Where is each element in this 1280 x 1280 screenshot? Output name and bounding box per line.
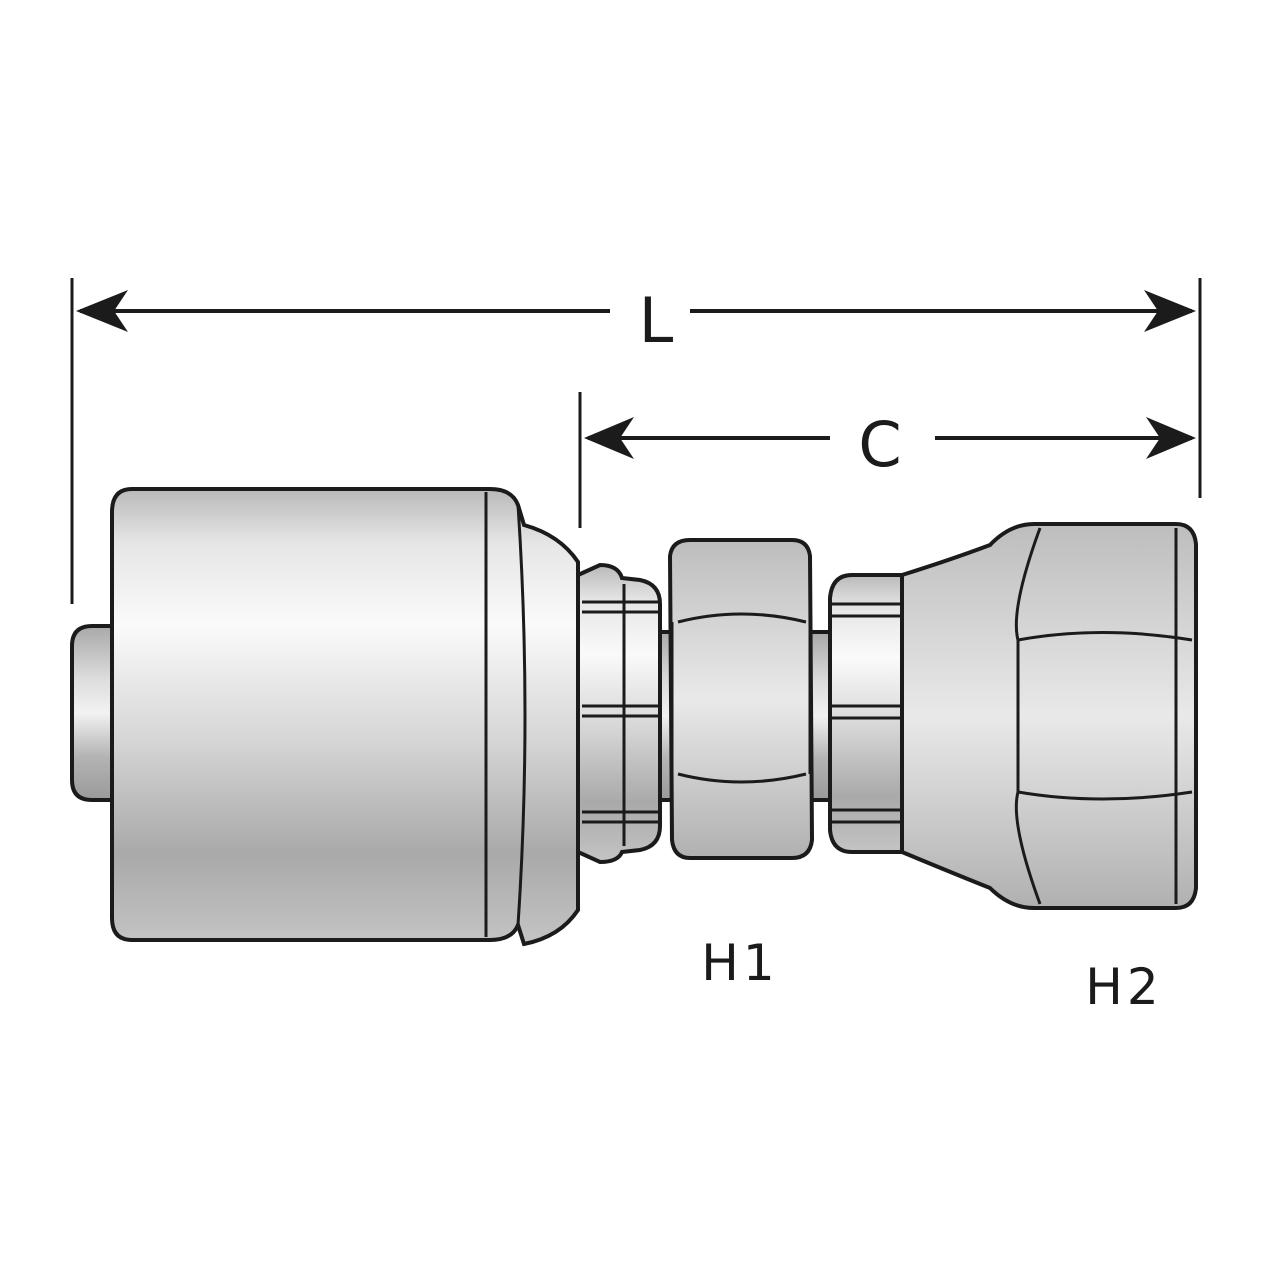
hex-nut-h1 bbox=[667, 538, 815, 860]
hex-label-h1: H1 bbox=[701, 934, 778, 992]
swivel-nut-h2 bbox=[900, 522, 1198, 910]
dimension-label-l: L bbox=[639, 284, 674, 357]
dimension-label-c: C bbox=[858, 408, 901, 481]
dimension-l: L bbox=[70, 278, 1202, 604]
arrowhead-l-right bbox=[1144, 290, 1196, 332]
hose-insert-stub bbox=[70, 624, 114, 802]
arrowhead-l-left bbox=[76, 290, 128, 332]
stem-collar-right bbox=[828, 573, 904, 854]
hex-label-h2: H2 bbox=[1085, 958, 1162, 1016]
dimension-c: C bbox=[578, 392, 1196, 528]
ferrule-socket bbox=[110, 487, 580, 947]
arrowhead-c-right bbox=[1146, 417, 1196, 459]
stem-collar bbox=[576, 562, 662, 865]
arrowhead-c-left bbox=[584, 417, 634, 459]
